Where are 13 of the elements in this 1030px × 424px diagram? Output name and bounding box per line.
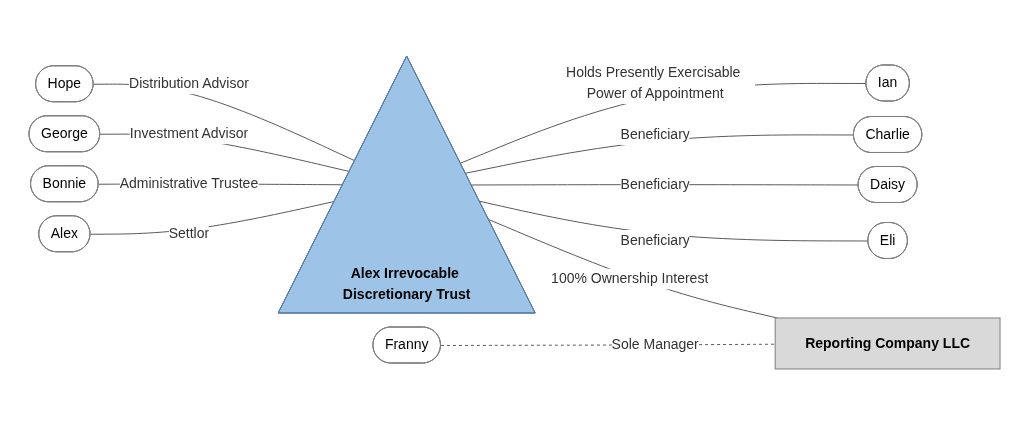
node-box: Reporting Company LLC <box>775 317 1001 369</box>
edge-label: 100% Ownership Interest <box>551 269 709 286</box>
edge-label: Beneficiary <box>621 175 691 192</box>
connector <box>460 82 868 164</box>
edge-label: Sole Manager <box>612 335 700 352</box>
edge-label: Beneficiary <box>621 125 691 142</box>
edge-label: Beneficiary <box>621 231 691 248</box>
edge-label: Settlor <box>169 224 210 241</box>
edge-label: Investment Advisor <box>130 124 249 141</box>
edge-label: Distribution Advisor <box>129 74 250 91</box>
connector <box>93 83 356 161</box>
edge-label: Administrative Trustee <box>120 174 259 191</box>
edge-label: Holds Presently Exercisable Power of Appointment <box>566 63 741 101</box>
